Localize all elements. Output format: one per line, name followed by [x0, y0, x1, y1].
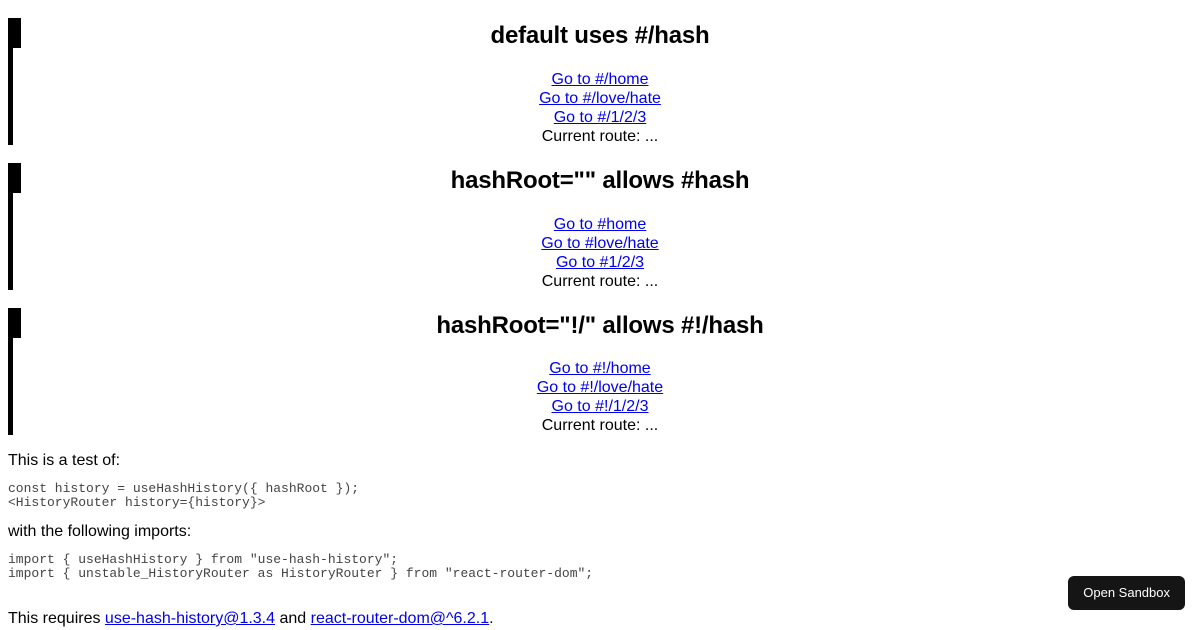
- requires-prefix: This requires: [8, 610, 105, 627]
- nav-link[interactable]: Go to #love/hate: [541, 235, 659, 252]
- nav-link[interactable]: Go to #1/2/3: [555, 254, 645, 271]
- nav-link[interactable]: Go to #!/home: [549, 360, 651, 377]
- current-route-status: Current route: ...: [541, 273, 659, 290]
- open-sandbox-button[interactable]: Open Sandbox: [1068, 576, 1185, 610]
- nav-link[interactable]: Go to #/home: [551, 71, 649, 88]
- section-marker-bar: [8, 48, 13, 145]
- section-marker-cap: [8, 308, 21, 338]
- intro-text: This is a test of:: [8, 452, 121, 469]
- requires-line: This requires use-hash-history@1.3.4 and…: [8, 609, 494, 628]
- section-links: Go to #/home Go to #/love/hate Go to #/1…: [0, 70, 1200, 146]
- current-route-status: Current route: ...: [541, 417, 659, 434]
- nav-link[interactable]: Go to #home: [553, 216, 647, 233]
- package-link-use-hash-history[interactable]: use-hash-history@1.3.4: [104, 610, 276, 627]
- requires-joiner: and: [275, 610, 311, 627]
- nav-link[interactable]: Go to #!/love/hate: [536, 379, 664, 396]
- code-block-imports: import { useHashHistory } from "use-hash…: [8, 552, 594, 581]
- requires-suffix: .: [489, 610, 494, 627]
- nav-link[interactable]: Go to #!/1/2/3: [551, 398, 649, 415]
- section-marker-cap: [8, 18, 21, 48]
- section-marker-cap: [8, 163, 21, 193]
- section-title: hashRoot="!/" allows #!/hash: [436, 312, 764, 339]
- imports-label: with the following imports:: [8, 523, 192, 540]
- section-links: Go to #home Go to #love/hate Go to #1/2/…: [0, 215, 1200, 291]
- current-route-status: Current route: ...: [541, 128, 659, 145]
- nav-link[interactable]: Go to #/love/hate: [539, 90, 661, 107]
- section-title: hashRoot="" allows #hash: [450, 167, 750, 194]
- section-marker-bar: [8, 338, 13, 435]
- package-link-react-router-dom[interactable]: react-router-dom@^6.2.1: [310, 610, 490, 627]
- code-block-usage: const history = useHashHistory({ hashRoo…: [8, 481, 360, 510]
- section-marker-bar: [8, 193, 13, 290]
- nav-link[interactable]: Go to #/1/2/3: [553, 109, 647, 126]
- section-links: Go to #!/home Go to #!/love/hate Go to #…: [0, 359, 1200, 435]
- section-title: default uses #/hash: [490, 22, 710, 49]
